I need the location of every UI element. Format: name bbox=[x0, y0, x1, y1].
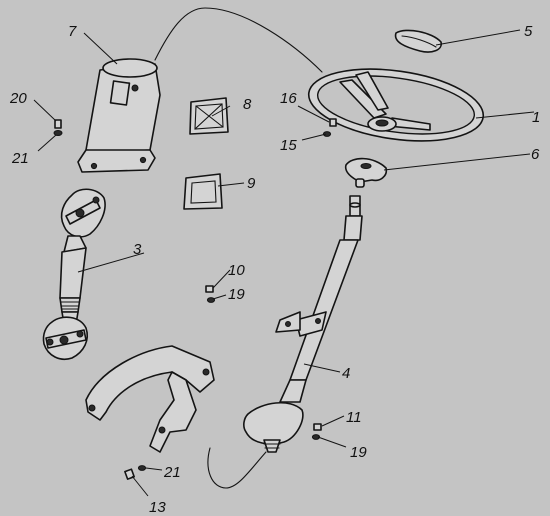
steering-wheel bbox=[307, 68, 485, 142]
callout-21-lower: 21 bbox=[163, 464, 181, 481]
callout-3: 3 bbox=[133, 241, 142, 258]
lower-mounting-bracket bbox=[85, 345, 215, 453]
callout-4: 4 bbox=[342, 365, 350, 382]
callout-13: 13 bbox=[149, 499, 166, 516]
bolt-20 bbox=[53, 119, 63, 136]
callout-9: 9 bbox=[247, 175, 256, 192]
horn-button bbox=[394, 29, 442, 53]
bolt-13 bbox=[124, 465, 147, 480]
rubber-seal bbox=[183, 173, 223, 210]
callout-10: 10 bbox=[228, 262, 245, 279]
wheel-connection-curve bbox=[154, 7, 323, 73]
callout-16: 16 bbox=[280, 90, 297, 107]
callout-6: 6 bbox=[531, 146, 540, 163]
column-lower-curve bbox=[207, 447, 267, 489]
steering-column bbox=[243, 195, 363, 453]
callout-21-upper: 21 bbox=[11, 150, 29, 167]
nut-10 bbox=[205, 285, 216, 303]
callout-20: 20 bbox=[9, 90, 27, 107]
callout-15: 15 bbox=[280, 137, 297, 154]
square-gasket bbox=[189, 97, 229, 135]
column-support-bracket bbox=[77, 58, 161, 173]
callout-5: 5 bbox=[524, 23, 533, 40]
callout-11: 11 bbox=[346, 409, 362, 426]
callout-19-upper: 19 bbox=[228, 286, 245, 303]
leader-lines bbox=[33, 29, 535, 497]
nut-11 bbox=[311, 423, 322, 440]
intermediate-shaft bbox=[42, 188, 106, 360]
callout-1: 1 bbox=[532, 109, 540, 126]
callout-8: 8 bbox=[243, 96, 252, 113]
callout-7: 7 bbox=[68, 23, 77, 40]
bolt-16 bbox=[322, 118, 337, 137]
callout-19-lower: 19 bbox=[350, 444, 367, 461]
column-upper-adapter bbox=[344, 157, 388, 188]
